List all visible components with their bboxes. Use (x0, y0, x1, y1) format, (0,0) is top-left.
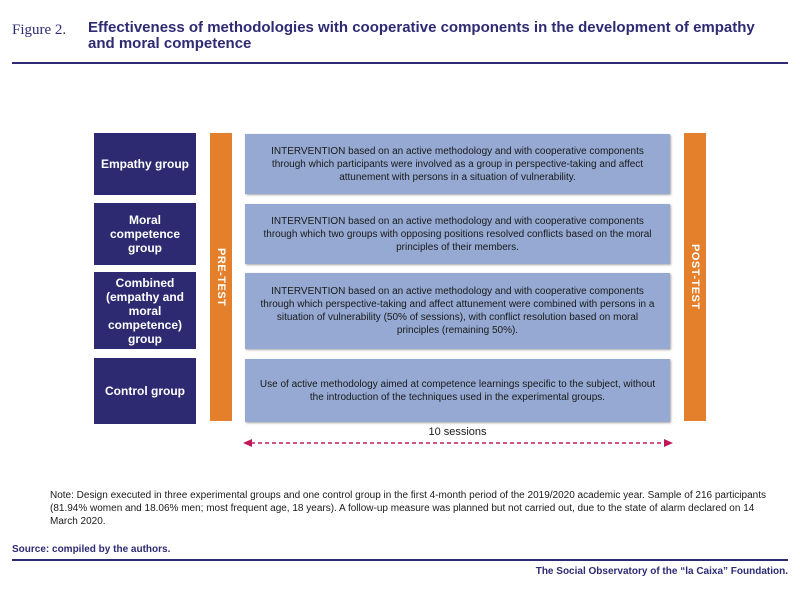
intervention-box-combined: INTERVENTION based on an active methodol… (245, 273, 670, 349)
group-box-combined: Combined (empathy and moral competence) … (94, 272, 196, 349)
figure-title: Effectiveness of methodologies with coop… (88, 19, 755, 52)
bottom-divider (12, 559, 788, 561)
top-divider (12, 62, 788, 64)
post-test-bar: POST-TEST (684, 133, 706, 421)
figure-note: Note: Design executed in three experimen… (50, 490, 766, 527)
pre-test-bar: PRE-TEST (210, 133, 232, 421)
group-box-empathy: Empathy group (94, 133, 196, 195)
footer-credit: The Social Observatory of the “la Caixa”… (535, 566, 788, 577)
sessions-label: 10 sessions (428, 426, 487, 438)
figure-source: Source: compiled by the authors. (12, 544, 171, 555)
post-test-label: POST-TEST (689, 244, 701, 310)
intervention-box-control: Use of active methodology aimed at compe… (245, 359, 670, 422)
sessions-arrow (243, 439, 673, 447)
intervention-box-empathy: INTERVENTION based on an active methodol… (245, 134, 670, 194)
group-box-control: Control group (94, 358, 196, 424)
figure-header: Figure 2. Effectiveness of methodologies… (0, 0, 800, 64)
pre-test-label: PRE-TEST (215, 247, 227, 307)
figure-label: Figure 2. (12, 22, 67, 38)
group-box-moral-competence: Moral competence group (94, 203, 196, 265)
intervention-box-moral-competence: INTERVENTION based on an active methodol… (245, 204, 670, 264)
